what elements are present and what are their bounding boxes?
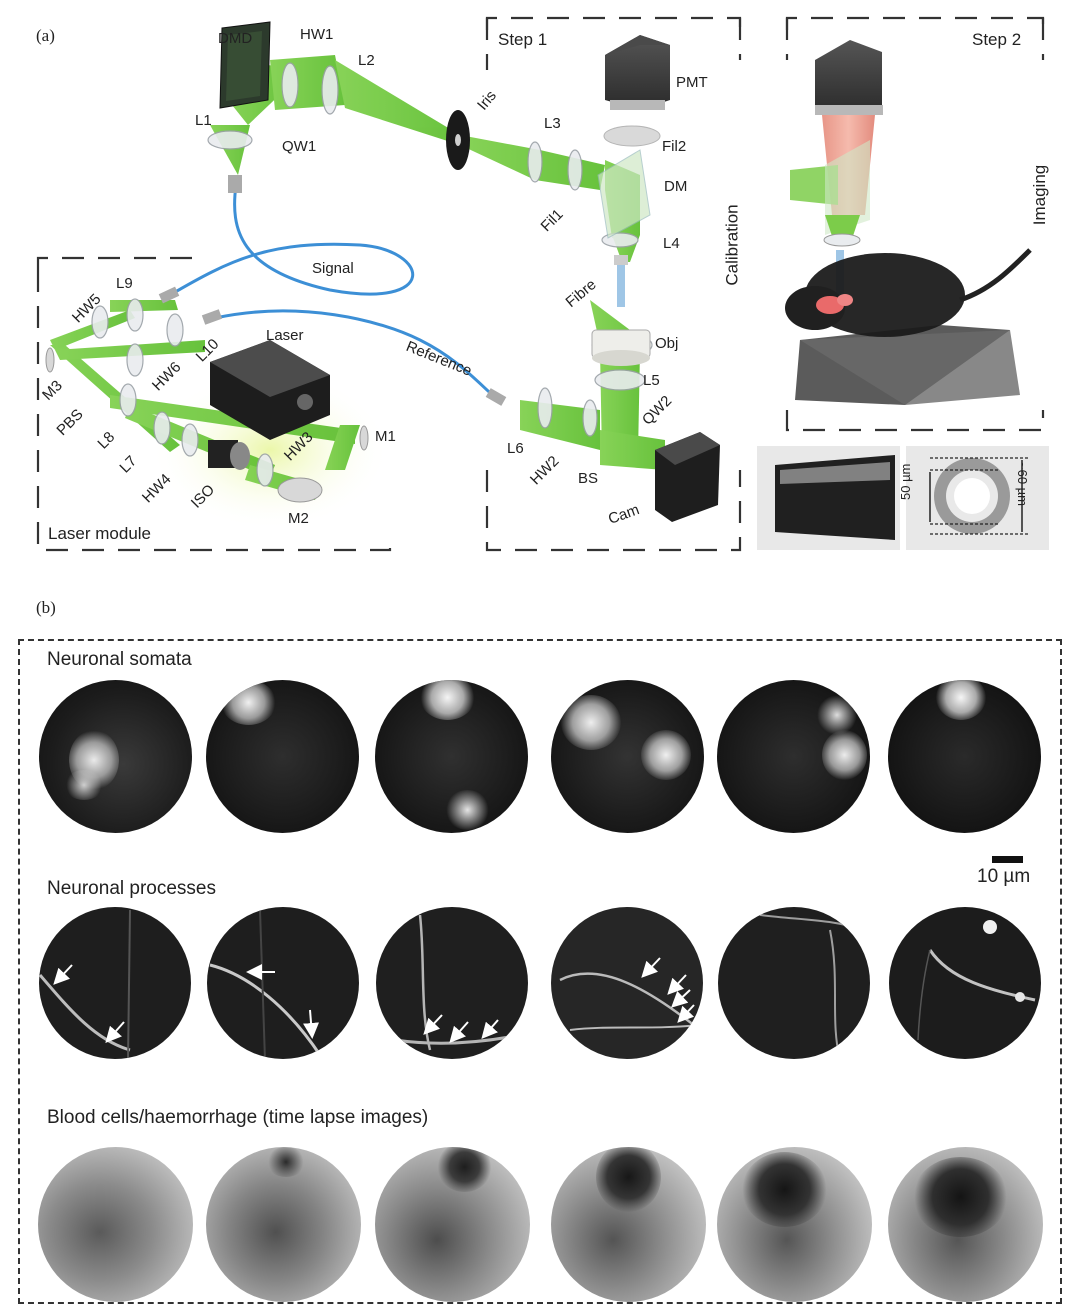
process-image-2 xyxy=(207,907,359,1059)
label-PMT: PMT xyxy=(676,74,708,91)
label-L1: L1 xyxy=(195,112,212,129)
somata-image-5 xyxy=(717,680,870,833)
label-DM: DM xyxy=(664,178,688,195)
label-M1: M1 xyxy=(375,428,396,445)
process-image-6 xyxy=(889,907,1041,1059)
blood-image-2 xyxy=(206,1147,361,1302)
dashed-boxes xyxy=(36,16,1045,552)
somata-image-1 xyxy=(39,680,192,833)
label-L2: L2 xyxy=(358,52,375,69)
label-M2: M2 xyxy=(288,510,309,527)
mouse-silhouette xyxy=(785,248,1032,405)
row-title-processes: Neuronal processes xyxy=(47,878,216,899)
blood-image-4 xyxy=(551,1147,706,1302)
panel-b-letter: (b) xyxy=(36,598,56,617)
label-L3: L3 xyxy=(544,115,561,132)
process-image-1 xyxy=(39,907,191,1059)
signal-fibre xyxy=(169,184,414,297)
label-L9: L9 xyxy=(116,275,133,292)
pmt-box xyxy=(605,35,670,110)
somata-image-2 xyxy=(206,680,359,833)
label-HW1: HW1 xyxy=(300,26,334,43)
label-DMD: DMD xyxy=(218,30,253,47)
dm-plate xyxy=(597,149,651,239)
laser-module-label: Laser module xyxy=(48,524,152,543)
row-title-somata: Neuronal somata xyxy=(47,649,192,670)
scale-bar xyxy=(992,856,1023,863)
somata-image-3 xyxy=(375,680,528,833)
somata-image-6 xyxy=(888,680,1041,833)
panel-a-letter: (a) xyxy=(36,26,55,45)
panel-b-frame xyxy=(18,639,1062,1304)
label-L5: L5 xyxy=(643,372,660,389)
blood-image-5 xyxy=(717,1147,872,1302)
process-image-3 xyxy=(376,907,528,1059)
process-image-5 xyxy=(718,907,870,1059)
somata-image-4 xyxy=(551,680,704,833)
label-Laser: Laser xyxy=(266,327,304,344)
signal-label: Signal xyxy=(312,260,354,277)
label-Obj: Obj xyxy=(655,335,679,352)
blood-image-3 xyxy=(375,1147,530,1302)
blood-image-6 xyxy=(888,1147,1043,1302)
step1-label: Step 1 xyxy=(498,30,548,49)
blood-image-1 xyxy=(38,1147,193,1302)
step2-box-bottom xyxy=(785,410,1045,432)
scale-bar-label: 10 µm xyxy=(977,866,1031,887)
reference-fibre xyxy=(214,309,497,400)
row-title-blood: Blood cells/haemorrhage (time lapse imag… xyxy=(47,1107,429,1128)
step1-box-bottom xyxy=(485,470,742,552)
label-L6: L6 xyxy=(507,440,524,457)
pmt-box-step2 xyxy=(815,40,882,115)
process-image-4 xyxy=(551,907,703,1059)
label-QW1: QW1 xyxy=(282,138,317,155)
label-BS: BS xyxy=(578,470,599,487)
label-Fil2: Fil2 xyxy=(662,138,687,155)
step2-label: Step 2 xyxy=(972,30,1022,49)
label-L4: L4 xyxy=(663,235,680,252)
